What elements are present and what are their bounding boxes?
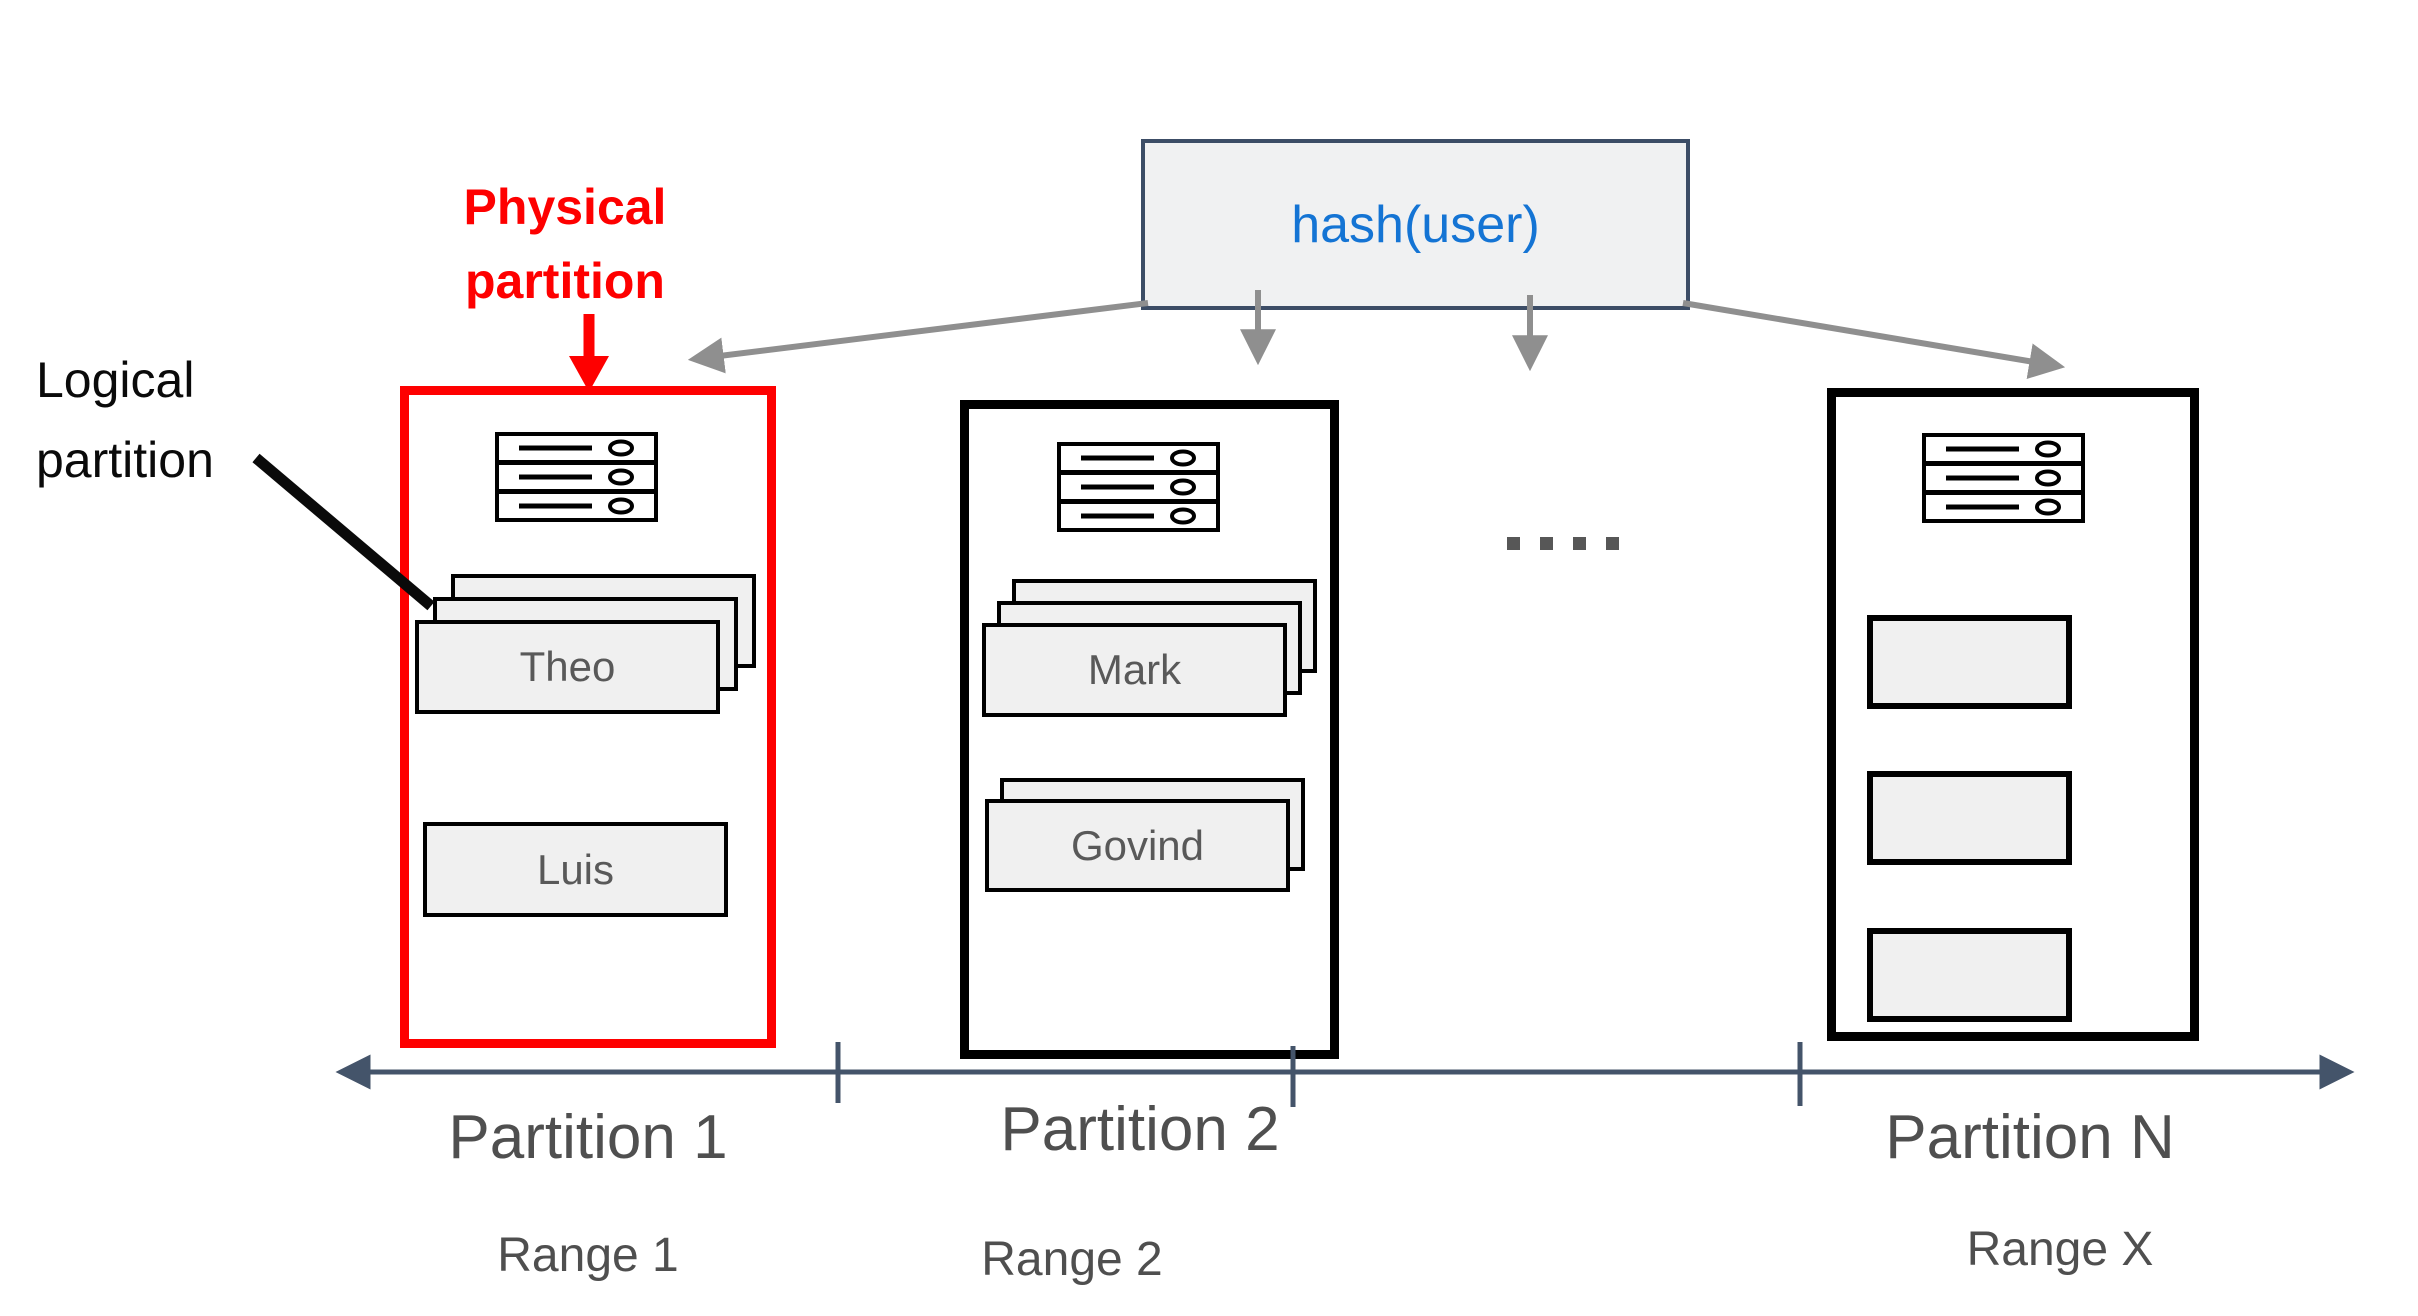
logical-partition-annotation: Logical partition [36, 352, 214, 488]
partition-2-label: Partition 2 [1000, 1095, 1280, 1164]
range-1-label: Range 1 [497, 1229, 679, 1282]
dot [1606, 537, 1619, 550]
physical-partition-annotation: Physical partition [463, 179, 667, 309]
hash-arrow-to-partition-n [1682, 300, 2066, 379]
dot [1507, 537, 1520, 550]
hash-function-label: hash(user) [1291, 195, 1540, 254]
logical-partition-card-theo: Theo [415, 620, 720, 714]
logical-partition-card-govind: Govind [985, 799, 1290, 892]
ellipsis-dots [1507, 537, 1619, 550]
card-label: Luis [536, 845, 615, 893]
partition-2-box [960, 400, 1339, 1059]
range-x-label: Range X [1966, 1223, 2154, 1276]
empty-logical-partition-card [1867, 615, 2072, 709]
hash-arrow-to-partition-1 [687, 300, 1149, 374]
server-rack-icon [1057, 442, 1220, 534]
card-label: Theo [519, 643, 616, 690]
physical-partition-arrow [569, 314, 609, 392]
range-2-label: Range 2 [981, 1233, 1163, 1286]
hash-function-box: hash(user) [1141, 139, 1690, 310]
partition-1-label: Partition 1 [448, 1103, 728, 1172]
partition-n-label: Partition N [1885, 1103, 2175, 1172]
empty-logical-partition-card [1867, 771, 2072, 865]
server-rack-icon [495, 432, 658, 524]
server-rack-icon [1922, 433, 2085, 525]
card-label: Govind [1070, 821, 1205, 869]
empty-logical-partition-card [1867, 928, 2072, 1022]
dot [1573, 537, 1586, 550]
dot [1540, 537, 1553, 550]
logical-partition-card-mark: Mark [982, 623, 1287, 717]
card-label: Mark [1087, 646, 1182, 693]
logical-partition-card-luis: Luis [423, 822, 728, 917]
